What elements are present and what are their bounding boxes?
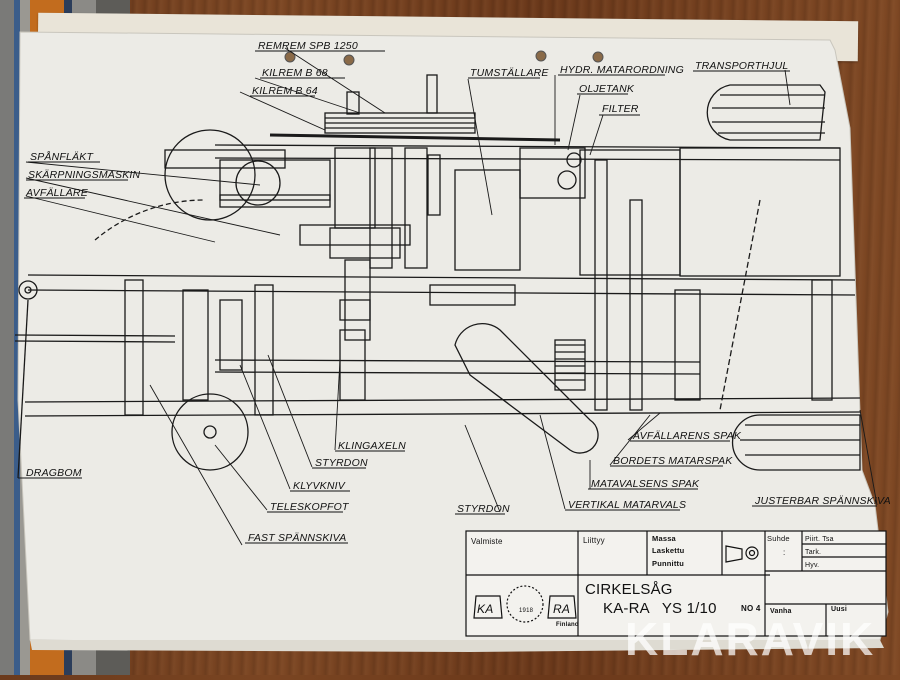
label-klyvkniv: KLYVKNIV bbox=[293, 480, 346, 492]
tb-model: KA-RA YS 1/10 bbox=[603, 600, 717, 617]
binder-hole bbox=[535, 50, 547, 62]
frame-line bbox=[14, 340, 176, 343]
label-filter: FILTER bbox=[602, 103, 639, 115]
label-spanflakt: SPÅNFLÄKT bbox=[30, 150, 94, 163]
paper-bottom-edge bbox=[30, 640, 884, 652]
tb-valmiste: Valmiste bbox=[471, 537, 503, 546]
logo-seal-year: 1918 bbox=[519, 608, 534, 614]
label-avfallare: AVFÄLLARE bbox=[25, 187, 89, 199]
vertical-feed-roller bbox=[454, 323, 599, 454]
label-vertikal-matarvals: VERTIKAL MATARVALS bbox=[568, 499, 686, 511]
binder-hole bbox=[343, 54, 355, 66]
label-tumstallare: TUMSTÄLLARE bbox=[470, 67, 549, 79]
label-bordets-matarspak: BORDETS MATARSPAK bbox=[613, 455, 733, 467]
label-justerbar-spannskiva: JUSTERBAR SPÄNNSKIVA bbox=[754, 495, 891, 507]
frame-line bbox=[14, 334, 176, 337]
tb-liittyy: Liittyy bbox=[583, 536, 605, 545]
tb-suhde-value: : bbox=[783, 548, 785, 557]
label-skarpningsmaskin: SKÄRPNINGSMASKIN bbox=[28, 169, 141, 181]
binder-hole bbox=[284, 51, 296, 63]
tb-country: Finland bbox=[556, 622, 579, 628]
logo-ka: KA bbox=[477, 602, 493, 616]
tb-number: NO 4 bbox=[741, 604, 761, 613]
frame-line bbox=[27, 289, 856, 296]
frame-line bbox=[24, 411, 861, 417]
machine-lines bbox=[14, 47, 878, 546]
label-kilrem-b64: KILREM B 64 bbox=[252, 85, 318, 97]
hydraulic-cylinder bbox=[674, 289, 701, 401]
label-styrdon: STYRDON bbox=[315, 457, 368, 469]
tb-piirt: Piirt. Tsa bbox=[805, 536, 834, 543]
label-avfallarens-spak: AVFÄLLARENS SPAK bbox=[632, 430, 742, 442]
projection-symbol-icon bbox=[725, 545, 759, 563]
label-transporthjul: TRANSPORTHJUL bbox=[695, 60, 788, 72]
hydraulic-box bbox=[519, 147, 586, 199]
leader-lines bbox=[18, 47, 878, 546]
frame-line bbox=[214, 157, 841, 161]
karra-logo bbox=[473, 585, 577, 623]
frame-line bbox=[27, 274, 856, 281]
frame-line bbox=[214, 371, 701, 375]
feed-spring bbox=[554, 339, 586, 391]
hydraulic-cylinder bbox=[182, 289, 209, 401]
frame-line bbox=[24, 397, 861, 403]
label-klingaxeln: KLINGAXELN bbox=[338, 440, 406, 452]
tb-hyv: Hyv. bbox=[805, 562, 819, 569]
label-teleskopfot: TELESKOPFOT bbox=[270, 501, 350, 513]
label-fast-spannskiva: FAST SPÄNNSKIVA bbox=[248, 532, 347, 544]
title-block-text: Valmiste Liittyy Massa Laskettu Punnittu… bbox=[471, 534, 847, 628]
label-oljetank: OLJETANK bbox=[579, 83, 635, 95]
tb-vanha: Vanha bbox=[770, 608, 792, 615]
tb-punnittu: Punnittu bbox=[652, 559, 684, 568]
fixed-pressure-wheel bbox=[171, 393, 249, 471]
frame-line bbox=[214, 359, 701, 363]
label-underlines bbox=[24, 50, 877, 544]
watermark: KLARAVIK bbox=[625, 613, 876, 665]
label-styrdon-2: STYRDON bbox=[457, 503, 510, 515]
tb-laskettu: Laskettu bbox=[652, 546, 685, 555]
tb-uusi: Uusi bbox=[831, 606, 847, 613]
drag-boom-pivot bbox=[18, 280, 38, 300]
label-kilrem-b68: KILREM B 68 bbox=[262, 67, 328, 79]
adjustable-wheel bbox=[731, 414, 861, 471]
label-dragbom: DRAGBOM bbox=[26, 467, 82, 479]
table-bracket bbox=[429, 284, 516, 306]
label-remrem: REMREM SPB 1250 bbox=[258, 40, 358, 52]
tb-tark: Tark. bbox=[805, 549, 821, 556]
binder-hole bbox=[592, 51, 604, 63]
transport-wheel bbox=[706, 84, 826, 141]
logo-ra: RA bbox=[553, 602, 570, 616]
label-matavalsens-spak: MATAVALSENS SPAK bbox=[591, 478, 700, 490]
tb-suhde: Suhde bbox=[767, 534, 790, 543]
tb-title: CIRKELSÅG bbox=[585, 581, 673, 598]
tb-massa: Massa bbox=[652, 534, 677, 543]
tumstallare-box bbox=[454, 169, 521, 271]
label-hydr-matarordning: HYDR. MATARORDNING bbox=[560, 64, 684, 76]
fan-wheel bbox=[164, 129, 256, 221]
